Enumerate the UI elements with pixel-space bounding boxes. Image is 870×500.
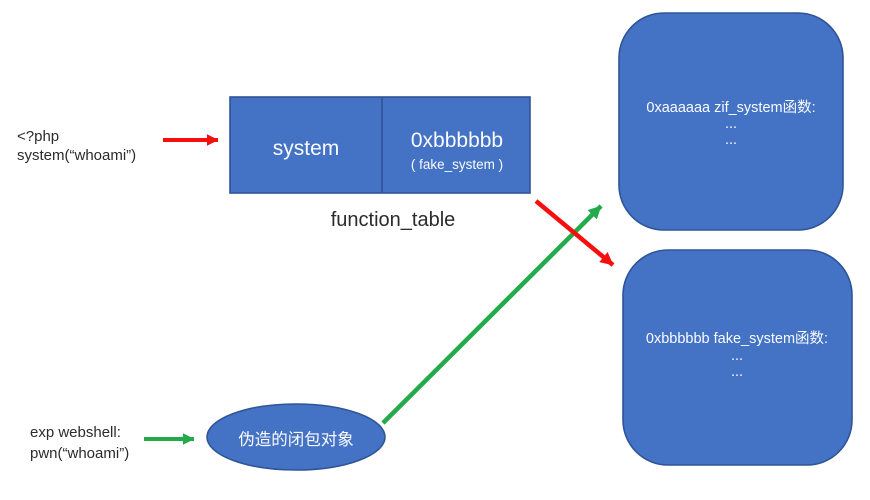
zif-system-box-dots-1: ... — [725, 116, 737, 132]
php-source-snippet: <?php system(“whoami”) — [17, 128, 136, 164]
exp-webshell-line2: pwn(“whoami”) — [30, 445, 129, 462]
closure-ellipse-label: 伪造的闭包对象 — [238, 430, 354, 449]
zif-system-box: 0xaaaaaa zif_system函数: ... ... — [618, 12, 844, 231]
function-table-caption: function_table — [331, 209, 456, 231]
function-table-shape: system 0xbbbbbb ( fake_system ) — [229, 96, 531, 194]
php-source-line2: system(“whoami”) — [17, 147, 136, 164]
fake-system-box-title: 0xbbbbbb fake_system函数: — [646, 330, 828, 347]
function-table-right-cell-value: 0xbbbbbb — [411, 129, 503, 152]
arrow-closure-to-zif-system-box — [381, 204, 603, 425]
exp-webshell-snippet: exp webshell: pwn(“whoami”) — [30, 424, 129, 462]
php-source-line1: <?php — [17, 128, 59, 145]
fake-system-box-rect — [622, 249, 853, 466]
zif-system-box-dots-2: ... — [725, 132, 737, 148]
arrow-function-table-to-fake-system-box — [534, 199, 615, 267]
exp-webshell-line1: exp webshell: — [30, 424, 121, 441]
fake-system-box-dots-2: ... — [731, 364, 743, 380]
closure-ellipse-shape — [206, 403, 386, 471]
fake-system-box-dots-1: ... — [731, 348, 743, 364]
zif-system-box-title: 0xaaaaaa zif_system函数: — [646, 99, 815, 116]
function-table-rect — [229, 96, 531, 194]
function-table-left-cell: system — [273, 137, 340, 160]
fake-system-box: 0xbbbbbb fake_system函数: ... ... — [622, 249, 853, 466]
function-table-right-cell-note: ( fake_system ) — [411, 157, 503, 172]
closure-object-ellipse: 伪造的闭包对象 — [206, 403, 386, 471]
zif-system-box-rect — [618, 12, 844, 231]
